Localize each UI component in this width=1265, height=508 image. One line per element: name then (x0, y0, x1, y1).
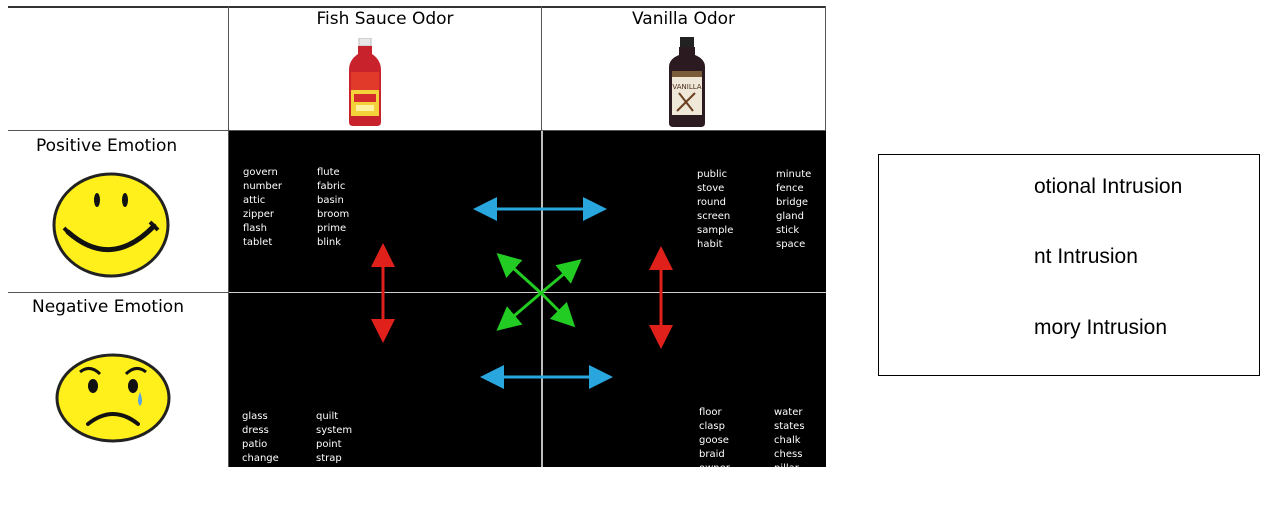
word: screen (697, 211, 731, 222)
legend-item-memory-intrusion: mory Intrusion (1034, 316, 1168, 339)
legend-box: otional Intrusion nt Intrusion mory Intr… (878, 154, 1260, 376)
word: chess (774, 449, 803, 460)
vanilla-header: Vanilla Odor (631, 9, 736, 29)
word: water (774, 407, 803, 418)
header-divider-left (228, 6, 229, 131)
word: basin (317, 195, 344, 206)
negative-emotion-label: Negative Emotion (32, 297, 184, 317)
word-list-positive-fish-1: govern number attic zipper flash tablet (243, 138, 282, 264)
word: space (776, 239, 806, 250)
word: sample (697, 225, 734, 236)
word: point (316, 439, 342, 450)
vanilla-label-text: VANILLA (672, 83, 701, 91)
header-divider-right (825, 6, 826, 131)
word: states (774, 421, 805, 432)
word: puppet (774, 477, 810, 488)
vanilla-bottle-image: VANILLA (669, 37, 705, 127)
left-col-divider (228, 130, 229, 467)
row-divider-2 (8, 292, 228, 293)
memory-intrusion-arrows (496, 252, 582, 331)
word: attic (243, 195, 266, 206)
word: clasp (699, 421, 725, 432)
legend-item-odor-intrusion: nt Intrusion (1034, 245, 1138, 268)
word: dress (242, 425, 269, 436)
word: blink (317, 237, 342, 248)
word-list-positive-vanilla-1: public stove round screen sample habit (697, 140, 733, 266)
intrusion-arrows (371, 197, 673, 389)
word: robot (242, 481, 269, 492)
word: number (243, 181, 283, 192)
word: broom (317, 209, 350, 220)
word: braid (699, 449, 725, 460)
emotion-odor-quadrant-area (229, 131, 826, 467)
word: prime (317, 223, 347, 234)
word-list-positive-fish-2: flute fabric basin broom prime blink (317, 138, 349, 264)
top-border (8, 6, 826, 8)
word: chalk (774, 435, 801, 446)
word: mascot (316, 467, 353, 478)
word: strap (316, 453, 342, 464)
word: nickel (699, 477, 728, 488)
word: fence (776, 183, 804, 194)
word: bridge (776, 197, 809, 208)
word: carpet (242, 467, 275, 478)
word: stove (697, 183, 725, 194)
word: change (242, 453, 279, 464)
word: gland (776, 211, 804, 222)
row-divider-1 (8, 130, 826, 131)
word: flute (317, 167, 340, 178)
word: habit (697, 239, 723, 250)
word: floor (699, 407, 722, 418)
positive-emotion-label: Positive Emotion (36, 136, 178, 156)
quadrant-horizontal-divider (229, 292, 826, 293)
word: public (697, 169, 728, 180)
word: patio (242, 439, 268, 450)
legend-item-emotional-intrusion: otional Intrusion (1034, 175, 1183, 198)
quadrant-vertical-divider (541, 131, 543, 467)
header-divider-mid (541, 6, 542, 131)
word: story (316, 481, 342, 492)
word: minute (776, 169, 812, 180)
fish-sauce-bottle-image (349, 38, 381, 126)
word: tablet (243, 237, 273, 248)
fish-sauce-header: Fish Sauce Odor (316, 9, 454, 29)
happy-face-icon (52, 172, 170, 278)
word: goose (699, 435, 729, 446)
word: fabric (317, 181, 346, 192)
word-list-positive-vanilla-2: minute fence bridge gland stick space (776, 140, 811, 266)
word: glass (242, 411, 268, 422)
word: round (697, 197, 727, 208)
word: govern (243, 167, 278, 178)
sad-face-icon (55, 353, 171, 443)
word: zipper (243, 209, 274, 220)
word: system (316, 425, 353, 436)
word: quilt (316, 411, 339, 422)
word: stick (776, 225, 800, 236)
word: flash (243, 223, 267, 234)
